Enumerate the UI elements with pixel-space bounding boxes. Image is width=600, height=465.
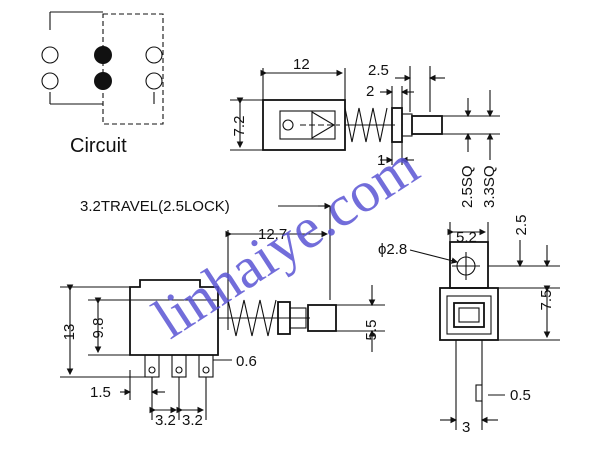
top-dim-length: 12 <box>293 56 310 73</box>
side-dim-pitch-b: 3.2 <box>182 412 203 429</box>
front-body <box>439 287 499 341</box>
side-dim-body: 9.8 <box>90 318 107 339</box>
front-dim-offset: 2.5 <box>513 215 530 236</box>
circuit-caption: Circuit <box>70 135 127 157</box>
side-dim-knob: 5.5 <box>363 320 380 341</box>
circuit-terminal-right-bottom <box>145 72 163 90</box>
top-dim-gap: 1 <box>377 152 385 169</box>
circuit-common-bottom <box>94 72 112 90</box>
circuit-symbol: Circuit <box>41 11 164 157</box>
front-dim-pin-pitch: 3 <box>462 419 470 436</box>
front-dim-pin: 0.5 <box>510 387 531 404</box>
front-tab <box>449 241 489 289</box>
side-dim-length: 12.7 <box>258 226 287 243</box>
side-knob <box>307 304 337 332</box>
side-travel-note: 3.2TRAVEL(2.5LOCK) <box>80 198 230 215</box>
front-dim-width: 5.2 <box>456 229 477 246</box>
circuit-dashed-box <box>102 13 164 125</box>
side-view: 3.2TRAVEL(2.5LOCK) 12.7 13 9.8 <box>60 198 385 429</box>
top-view: 12 2.5 2 7.2 1 2.5SQ 3.3SQ <box>230 56 500 208</box>
front-dim-hole: ϕ2.8 <box>378 241 407 258</box>
side-dim-pin-thk: 0.6 <box>236 353 257 370</box>
side-dim-pin-offset: 1.5 <box>90 384 111 401</box>
side-dim-pitch-a: 3.2 <box>155 412 176 429</box>
front-view: ϕ2.8 5.2 2.5 7.5 0.5 3 <box>378 215 560 436</box>
top-dim-sq2: 3.3SQ <box>481 165 498 208</box>
front-dim-height: 7.5 <box>538 290 555 311</box>
top-dim-bush: 2 <box>366 83 374 100</box>
circuit-terminal-left-bottom <box>41 72 59 90</box>
circuit-terminal-right-top <box>145 46 163 64</box>
top-dim-height: 7.2 <box>231 116 248 137</box>
circuit-common-top <box>94 46 112 64</box>
circuit-terminal-left-top <box>41 46 59 64</box>
top-dim-sq1: 2.5SQ <box>459 165 476 208</box>
top-dim-pitch: 2.5 <box>368 62 389 79</box>
side-dim-height: 13 <box>61 324 78 341</box>
